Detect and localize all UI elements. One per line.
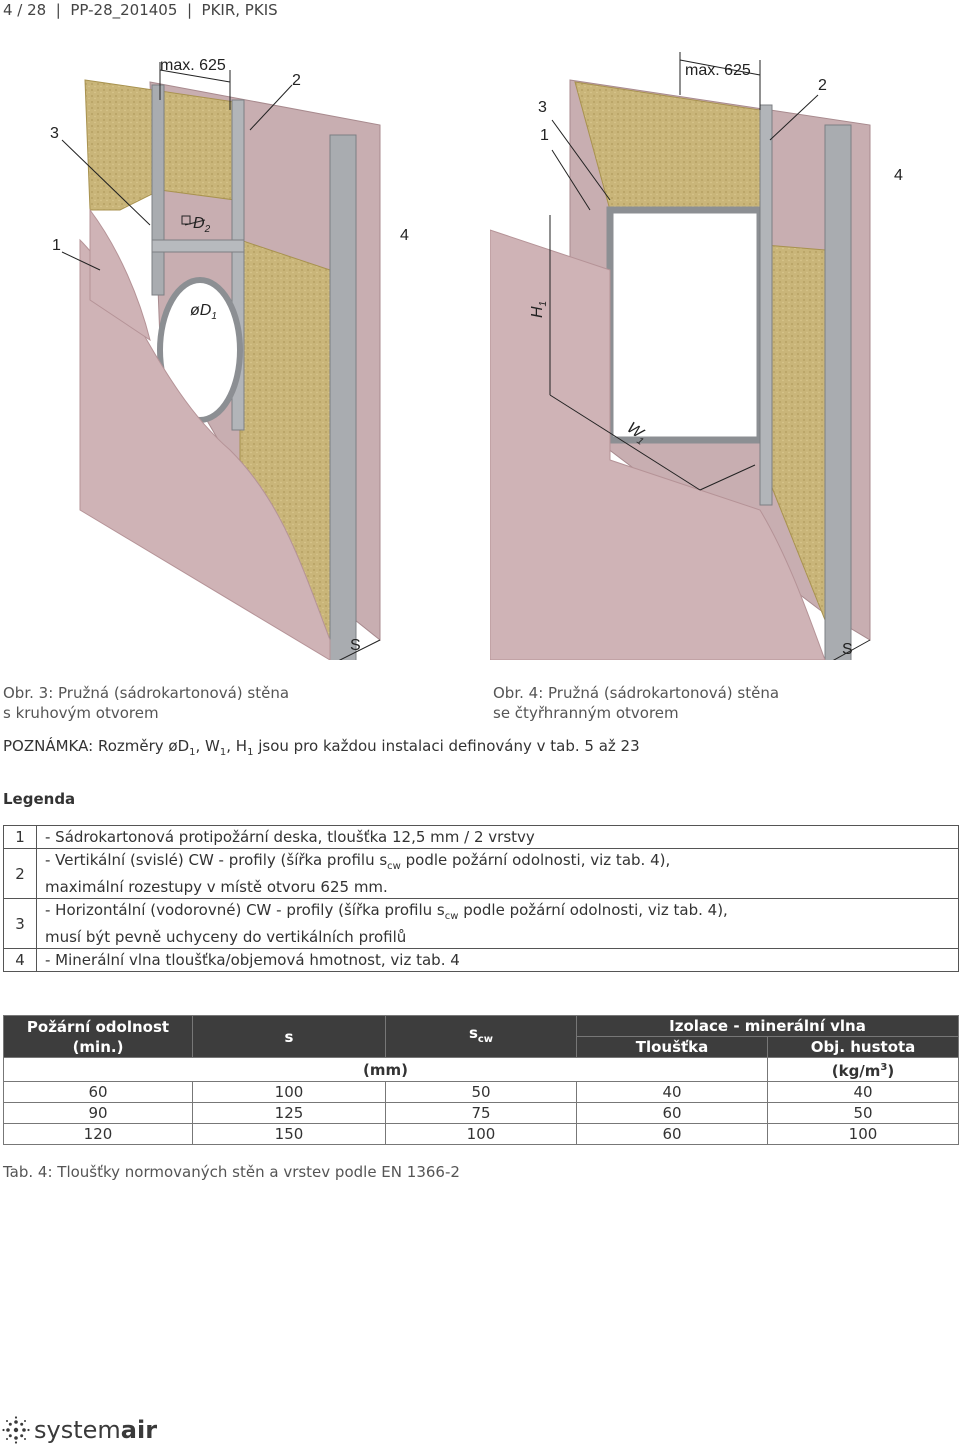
label-w1: W1 <box>622 419 650 447</box>
label-s: S <box>350 637 361 654</box>
legend-row: 3 - Horizontální (vodorovné) CW - profil… <box>3 898 959 949</box>
systemair-logo: systemair <box>2 1413 157 1447</box>
wall-thickness-table: Požární odolnost(min.) s scw Izolace - m… <box>3 1015 959 1145</box>
header-s: s <box>192 1015 386 1058</box>
header-insulation: Izolace - minerální vlna <box>576 1015 959 1037</box>
legend-table: 1 - Sádrokartonová protipožární deska, t… <box>3 825 959 972</box>
label-1: 1 <box>52 237 61 254</box>
wall-rect-opening-illustration: max. 625 2 3 1 4 H1 W1 S <box>490 52 903 660</box>
legend-title: Legenda <box>3 790 76 808</box>
label-max-spacing: max. 625 <box>685 62 751 79</box>
label-2: 2 <box>292 72 301 89</box>
label-4: 4 <box>400 227 409 244</box>
label-d1: øD1 <box>190 302 217 322</box>
logo-wordmark: systemair <box>34 1416 158 1444</box>
legend-row: 2 - Vertikální (svislé) CW - profily (ší… <box>3 848 959 899</box>
label-s: S <box>842 641 853 658</box>
product-name: PKIR, PKIS <box>201 1 278 19</box>
label-h1: H1 <box>529 301 549 318</box>
label-max-spacing: max. 625 <box>160 57 226 74</box>
header-thickness: Tloušťka <box>576 1036 768 1058</box>
dimension-note: POZNÁMKA: Rozměry øD1, W1, H1 jsou pro k… <box>3 737 640 758</box>
label-4: 4 <box>894 167 903 184</box>
header-fire-resistance: Požární odolnost(min.) <box>3 1015 193 1058</box>
units-row: (mm) (kg/m3) <box>3 1057 959 1082</box>
logo-mark-icon <box>2 1416 30 1444</box>
header-scw: scw <box>385 1015 577 1058</box>
wall-round-opening-illustration: max. 625 2 3 1 4 D2 øD1 S <box>50 57 409 660</box>
unit-density: (kg/m3) <box>767 1057 959 1082</box>
figure-4-caption: Obr. 4: Pružná (sádrokartonová) stěna se… <box>493 684 780 722</box>
label-3: 3 <box>538 99 547 116</box>
figure-3-caption: Obr. 3: Pružná (sádrokartonová) stěna s … <box>3 684 290 722</box>
label-d2: D2 <box>193 215 211 235</box>
page-header: 4 / 28 | PP-28_201405 | PKIR, PKIS <box>3 1 278 19</box>
label-1: 1 <box>540 127 549 144</box>
label-3: 3 <box>50 125 59 142</box>
header-density: Obj. hustota <box>767 1036 959 1058</box>
document-code: PP-28_201405 <box>70 1 178 19</box>
figure-round-opening: max. 625 2 3 1 4 D2 øD1 S Obr. 3: Pružná… <box>0 40 470 722</box>
figure-rect-opening: max. 625 2 3 1 4 H1 W1 S Obr. 4: Pružná … <box>490 40 960 722</box>
page-number: 4 / 28 <box>3 1 47 19</box>
unit-mm: (mm) <box>3 1057 768 1082</box>
legend-row: 1 - Sádrokartonová protipožární deska, t… <box>3 825 959 849</box>
table-caption: Tab. 4: Tloušťky normovaných stěn a vrst… <box>3 1163 460 1181</box>
legend-row: 4 - Minerální vlna tloušťka/objemová hmo… <box>3 948 959 972</box>
label-2: 2 <box>818 77 827 94</box>
